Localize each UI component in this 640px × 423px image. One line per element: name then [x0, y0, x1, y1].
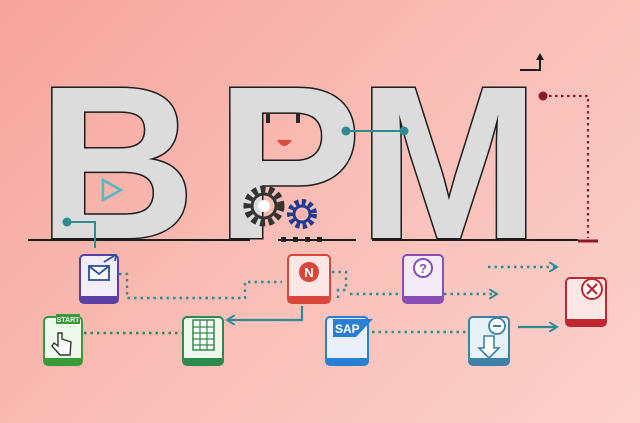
pointing-hand-icon	[51, 332, 72, 356]
up-arrow-icon	[520, 53, 544, 71]
gear-icon-blue	[287, 199, 317, 229]
download-arrow-icon	[477, 335, 501, 360]
sap-logo	[333, 319, 373, 337]
gear-icon-gray	[243, 185, 285, 227]
flow-connectors-solid	[228, 306, 556, 327]
spreadsheet-card	[182, 316, 224, 366]
sap-card: SAP	[325, 316, 373, 366]
p-m-connector	[341, 126, 409, 136]
n-app-card: N	[287, 254, 331, 304]
envelope-icon	[88, 254, 118, 281]
spreadsheet-icon	[192, 319, 215, 351]
hero-letter-b: B	[38, 42, 195, 285]
sap-label: SAP	[335, 322, 360, 336]
question-icon: ?	[419, 261, 427, 276]
n-app-label: N	[304, 265, 313, 280]
b-email-connector	[62, 217, 96, 248]
play-icon	[101, 177, 124, 203]
email-task-card	[79, 254, 119, 304]
error-end-card	[565, 277, 607, 327]
hero-letter-p: P	[216, 42, 361, 285]
smiley-face-icon	[266, 114, 300, 146]
start-label: START	[57, 317, 81, 324]
close-icon	[586, 283, 598, 295]
hero-letter-m: M	[358, 42, 540, 285]
m-error-connector	[538, 91, 598, 243]
start-card: START	[43, 314, 83, 366]
flow-connectors	[84, 267, 556, 335]
decision-card: ?	[402, 254, 444, 304]
gear-dots	[281, 237, 322, 242]
download-card	[468, 316, 510, 366]
